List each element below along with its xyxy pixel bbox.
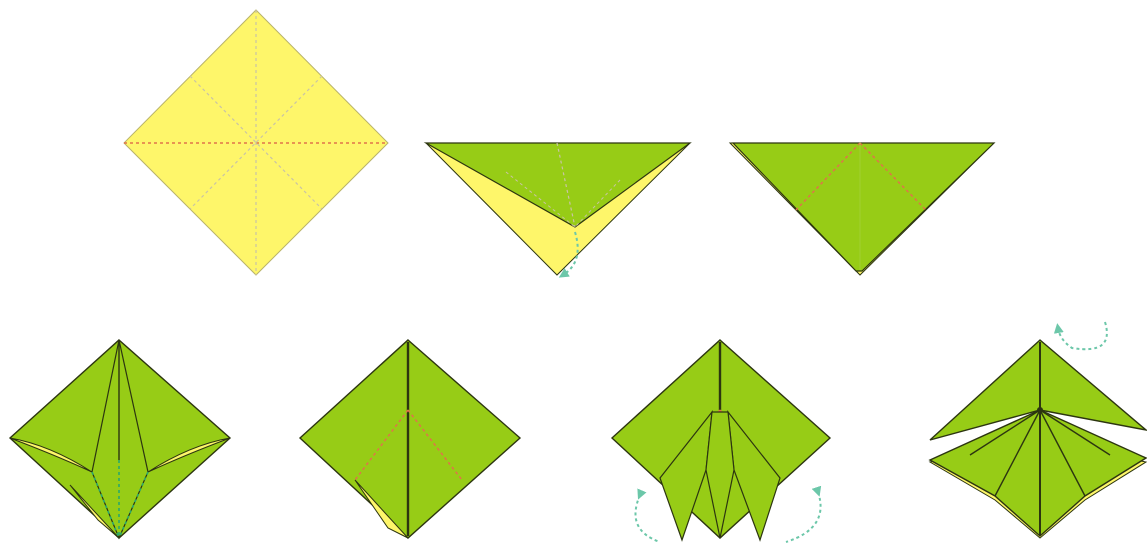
step-6-petals-fold-out bbox=[612, 340, 830, 542]
step-7-finished-flower bbox=[930, 322, 1146, 538]
step-5-diamond-valley-folds bbox=[300, 340, 520, 538]
step-1-square bbox=[124, 10, 388, 275]
step-4-squash-fold bbox=[10, 340, 230, 538]
step-2-fold-in-half bbox=[426, 143, 690, 275]
step-3-triangle-valley-folds bbox=[730, 143, 994, 275]
